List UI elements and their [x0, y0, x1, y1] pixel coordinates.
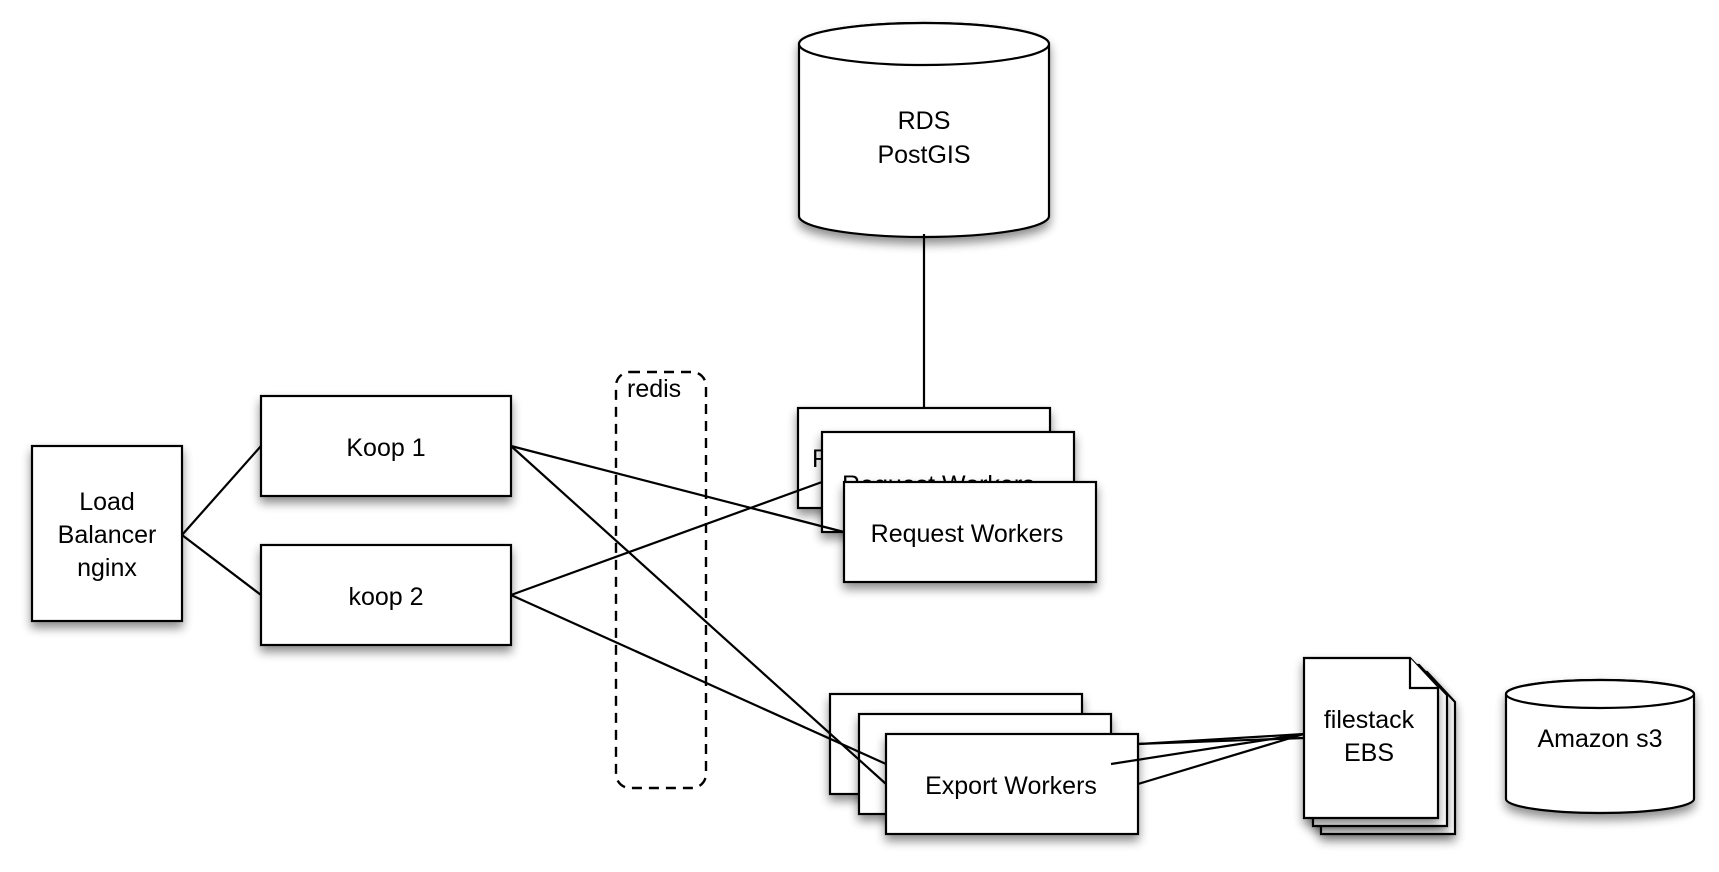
filestack-ebs-document-stack: filestack EBS — [1302, 656, 1457, 836]
edge-export-to-filestack-4 — [1137, 736, 1305, 746]
request-workers-front-card: Request Workers — [842, 480, 1098, 584]
request-workers-stack: R Request Workers Request Workers — [796, 406, 1098, 584]
filestack-front-sheet — [1302, 656, 1440, 820]
filestack-line2: EBS — [1344, 739, 1394, 767]
edge-export-to-filestack-3 — [1137, 732, 1305, 786]
load-balancer-line2: Balancer — [58, 521, 157, 549]
load-balancer-node: Load Balancer nginx — [30, 444, 184, 623]
export-workers-front-card: Export Workers — [884, 732, 1140, 836]
filestack-line1: filestack — [1324, 706, 1415, 734]
rds-postgis-database: RDS PostGIS — [797, 21, 1051, 239]
redis-queue: redis — [614, 370, 708, 790]
load-balancer-line1: Load — [79, 488, 135, 516]
request-workers-front-label: Request Workers — [871, 520, 1064, 548]
export-workers-front-label: Export Workers — [925, 772, 1097, 800]
edge-koop1-to-request-workers — [510, 444, 845, 534]
export-workers-stack: Export Workers — [828, 692, 1140, 836]
redis-label: redis — [627, 375, 681, 403]
edge-lb-to-koop1 — [181, 445, 262, 536]
koop1-label: Koop 1 — [346, 434, 425, 462]
edge-koop2-to-export-workers — [510, 593, 887, 766]
koop2-node: koop 2 — [259, 543, 513, 647]
edge-lb-to-koop2 — [181, 534, 262, 596]
edge-koop1-to-export-workers — [510, 445, 887, 785]
edge-koop2-to-request-workers — [510, 480, 823, 597]
postgis-label: PostGIS — [877, 141, 970, 169]
connection-edges — [181, 444, 1305, 786]
rds-label: RDS — [898, 107, 951, 135]
amazon-s3-label: Amazon s3 — [1537, 725, 1662, 753]
filestack-dog-ear — [1408, 658, 1438, 690]
load-balancer-line3: nginx — [77, 554, 137, 582]
amazon-s3-storage: Amazon s3 — [1504, 678, 1696, 815]
koop1-node: Koop 1 — [259, 394, 513, 498]
koop2-label: koop 2 — [348, 583, 423, 611]
